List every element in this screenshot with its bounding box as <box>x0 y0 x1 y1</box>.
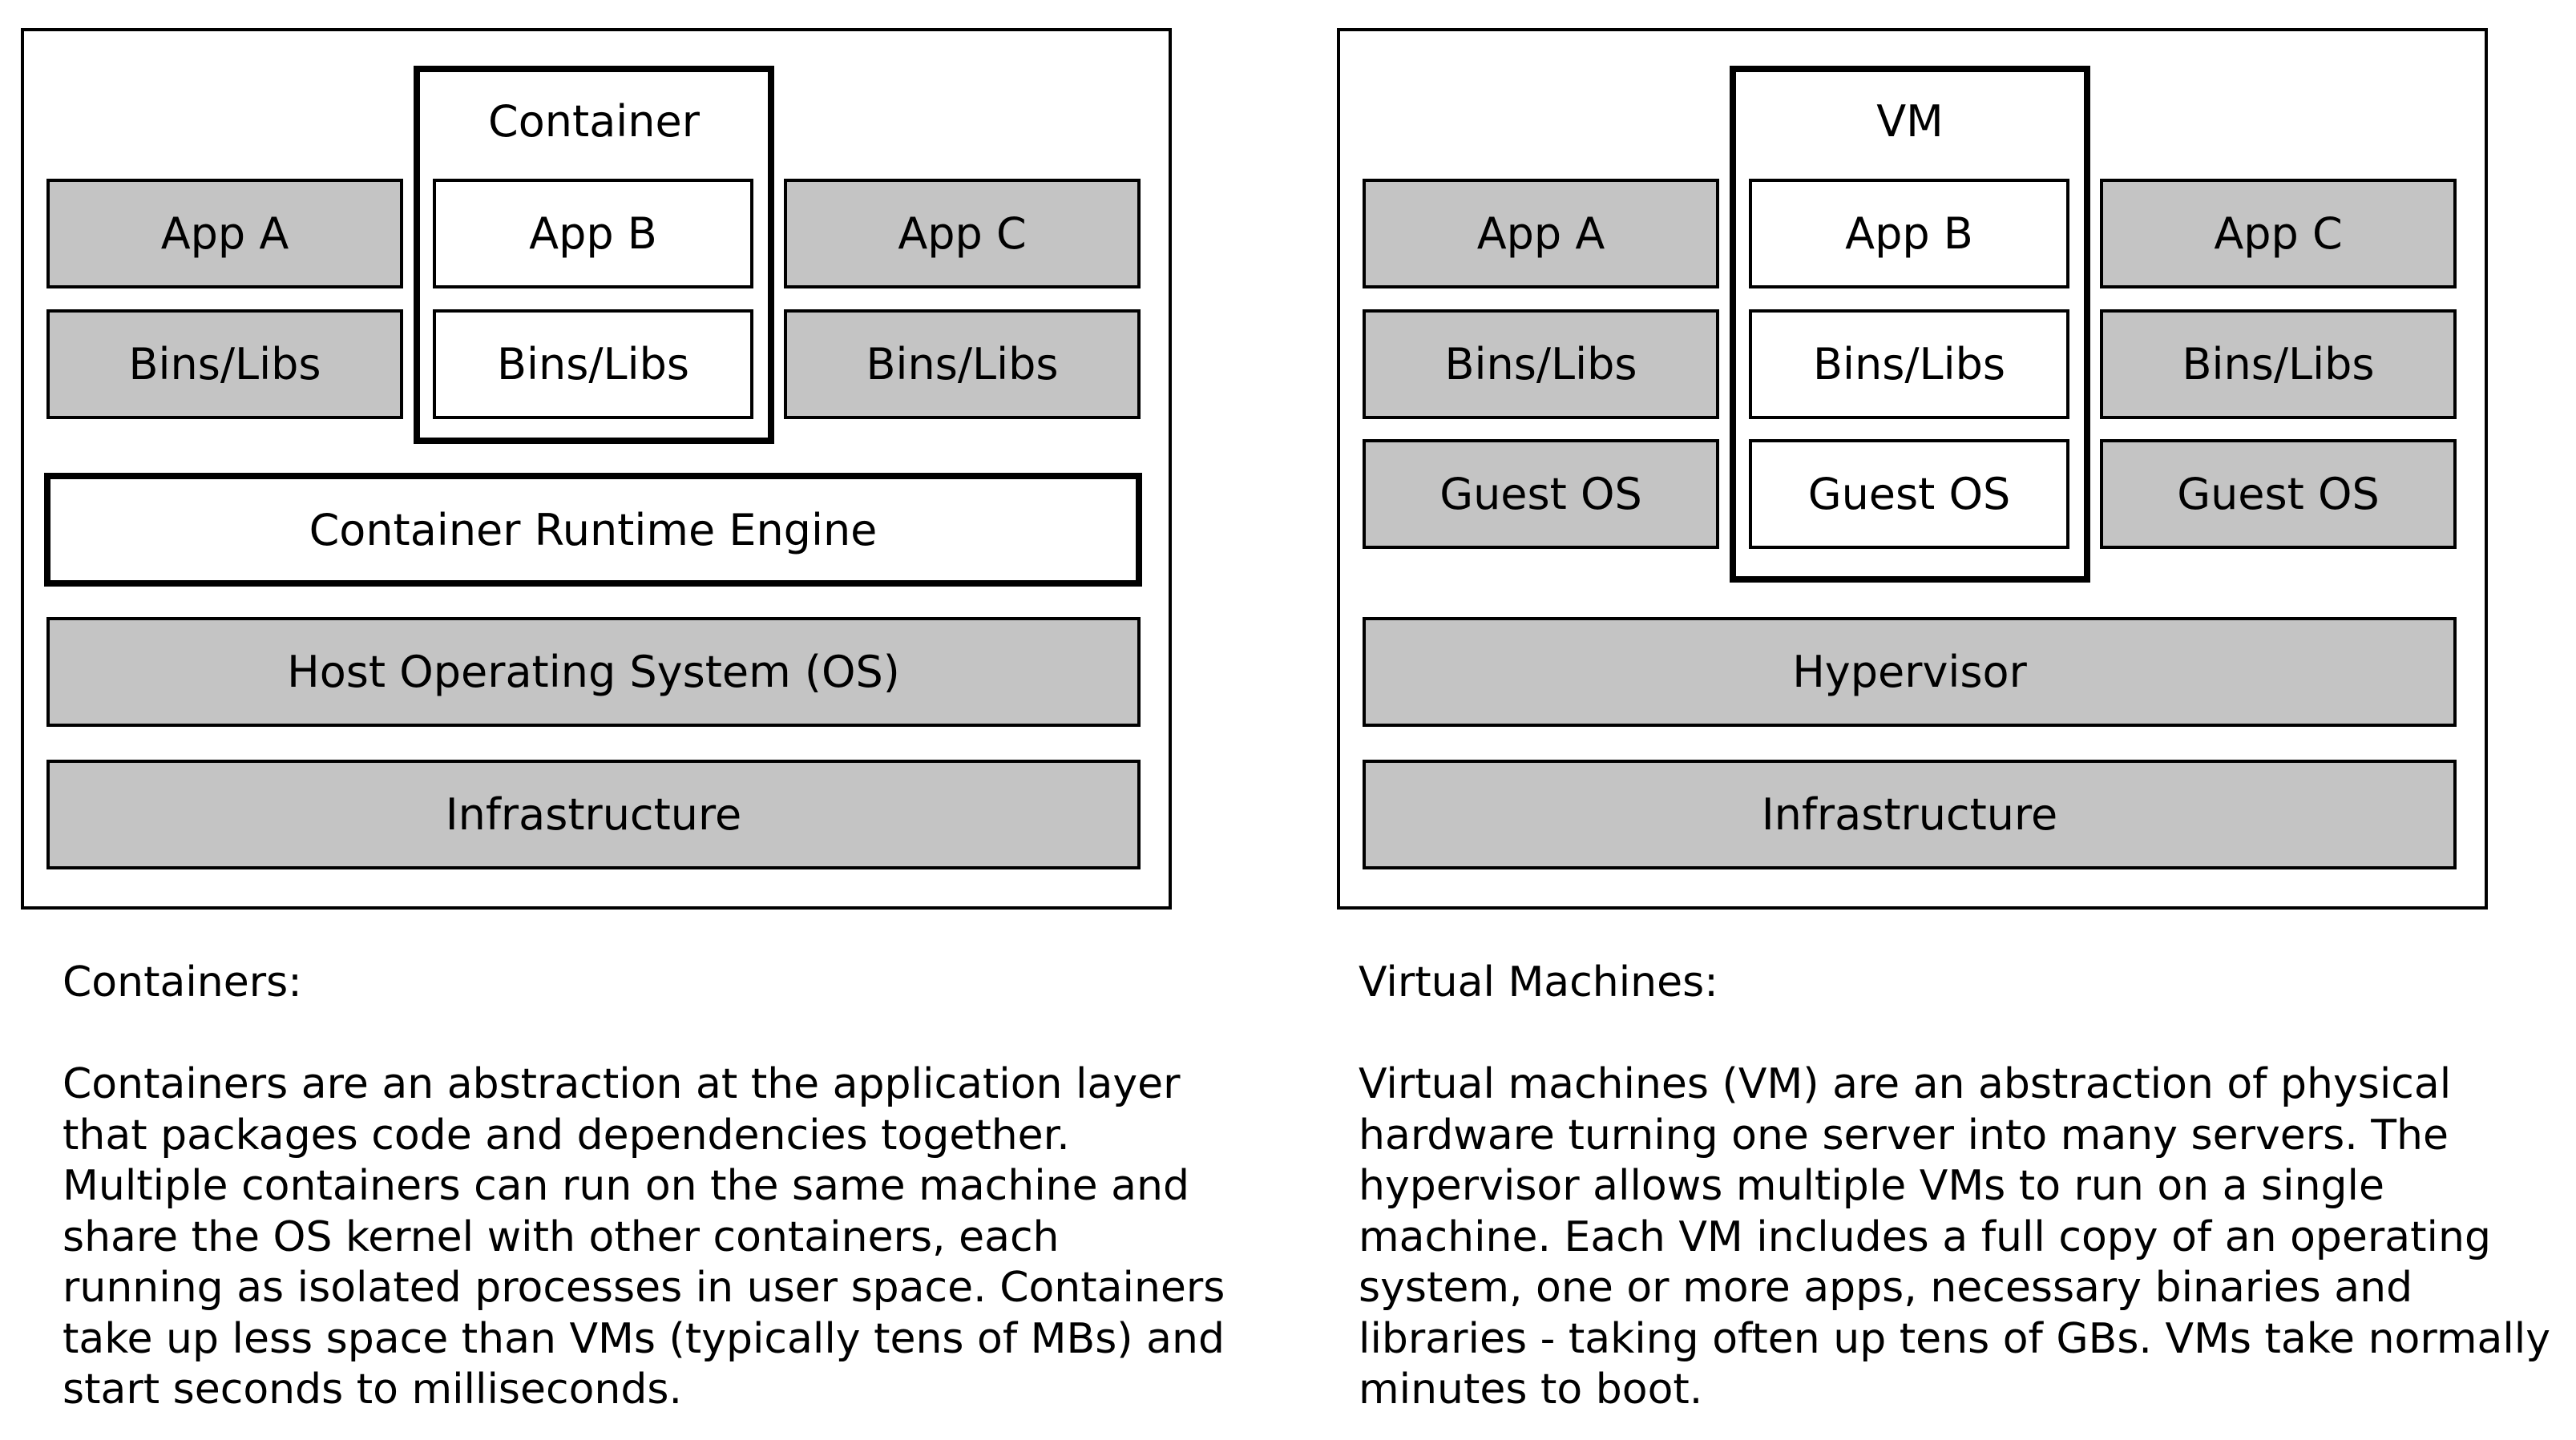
container-infrastructure: Infrastructure <box>46 760 1141 869</box>
vm-guest-os-b: Guest OS <box>1749 439 2069 549</box>
vm-line: hardware turning one server into many se… <box>1359 1111 2449 1160</box>
hypervisor: Hypervisor <box>1363 617 2457 727</box>
containers-line: start seconds to milliseconds. <box>63 1365 682 1414</box>
container-app-b: App B <box>433 179 753 288</box>
containers-line: take up less space than VMs (typically t… <box>63 1314 1225 1363</box>
containers-line: Multiple containers can run on the same … <box>63 1162 1189 1210</box>
containers-description: Containers are an abstraction at the app… <box>63 1059 1225 1416</box>
vm-line: Virtual machines (VM) are an abstraction… <box>1359 1060 2452 1108</box>
containers-line: share the OS kernel with other container… <box>63 1212 1060 1261</box>
vm-line: system, one or more apps, necessary bina… <box>1359 1264 2413 1312</box>
container-libs-c: Bins/Libs <box>784 309 1141 419</box>
vm-line: libraries - taking often up tens of GBs.… <box>1359 1314 2551 1363</box>
vm-infrastructure: Infrastructure <box>1363 760 2457 869</box>
container-runtime-engine: Container Runtime Engine <box>44 473 1142 587</box>
containers-heading: Containers: <box>63 958 302 1006</box>
vm-app-c: App C <box>2100 179 2457 288</box>
vm-app-b: App B <box>1749 179 2069 288</box>
containers-line: running as isolated processes in user sp… <box>63 1264 1225 1312</box>
container-libs-b: Bins/Libs <box>433 309 753 419</box>
vm-line: machine. Each VM includes a full copy of… <box>1359 1212 2491 1261</box>
containers-line: Containers are an abstraction at the app… <box>63 1060 1181 1108</box>
vm-line: minutes to boot. <box>1359 1365 1703 1414</box>
container-group-label: Container <box>488 96 700 147</box>
vm-description: Virtual machines (VM) are an abstraction… <box>1359 1059 2550 1416</box>
container-app-a: App A <box>46 179 403 288</box>
vm-libs-c: Bins/Libs <box>2100 309 2457 419</box>
vm-guest-os-c: Guest OS <box>2100 439 2457 549</box>
vm-group-label: VM <box>1876 96 1944 147</box>
vm-heading: Virtual Machines: <box>1359 958 1718 1006</box>
host-operating-system: Host Operating System (OS) <box>46 617 1141 727</box>
container-app-c: App C <box>784 179 1141 288</box>
vm-line: hypervisor allows multiple VMs to run on… <box>1359 1162 2384 1210</box>
container-libs-a: Bins/Libs <box>46 309 403 419</box>
vm-libs-a: Bins/Libs <box>1363 309 1719 419</box>
vm-guest-os-a: Guest OS <box>1363 439 1719 549</box>
vm-libs-b: Bins/Libs <box>1749 309 2069 419</box>
vm-app-a: App A <box>1363 179 1719 288</box>
containers-line: that packages code and dependencies toge… <box>63 1111 1070 1160</box>
